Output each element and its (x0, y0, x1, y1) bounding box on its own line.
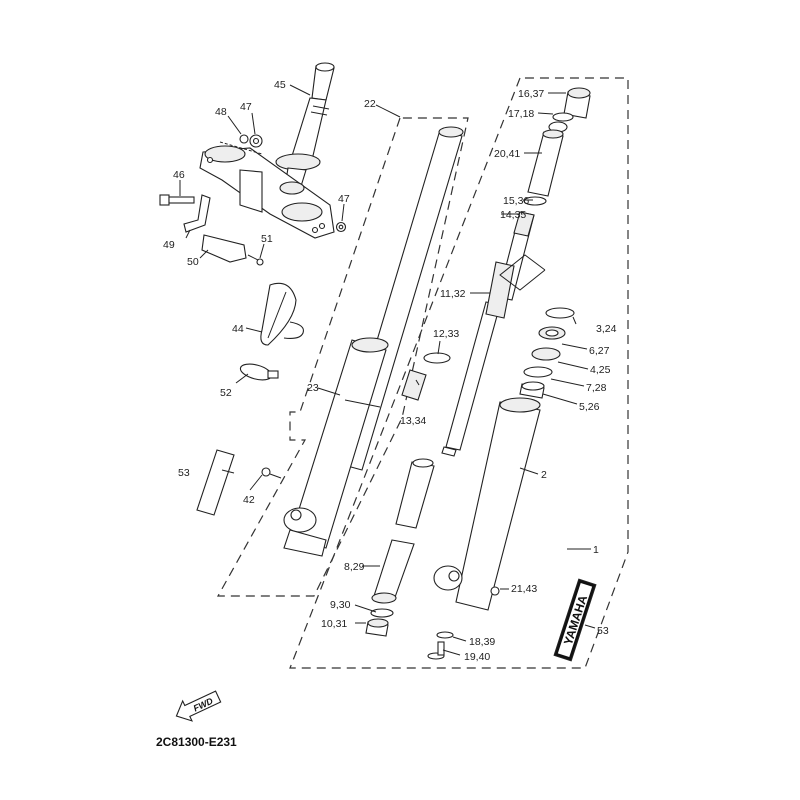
callout-labels: 45 47 48 46 47 49 51 50 44 52 23 53 42 2… (163, 79, 617, 663)
callout-label: 7,28 (586, 382, 607, 394)
callout-label: 18,39 (469, 636, 495, 648)
cap-bolt-16-37 (563, 87, 591, 119)
callout-label: 53 (178, 467, 190, 479)
callout-label: 53 (597, 625, 609, 637)
under-bracket (199, 145, 335, 239)
o-ring-9-30 (370, 608, 394, 618)
callout-label: 11,32 (440, 288, 466, 300)
callout-label: 17,18 (508, 108, 534, 120)
callout-label: 9,30 (330, 599, 351, 611)
callout-label: 6,27 (589, 345, 610, 357)
steering-stem-45 (275, 62, 335, 197)
dust-seal-6-27 (538, 326, 566, 340)
bolt-42 (261, 467, 282, 479)
callout-label: 8,29 (344, 561, 365, 573)
spacer-20-41 (527, 129, 564, 197)
callout-label: 49 (163, 239, 175, 251)
fwd-arrow: FWD (175, 690, 222, 722)
nut-47-upper (249, 134, 263, 148)
callout-label: 5,26 (579, 401, 600, 413)
callout-label: 21,43 (511, 583, 537, 595)
callout-label: 45 (274, 79, 286, 91)
o-ring-12-33 (423, 352, 451, 364)
clip-4-25 (531, 347, 561, 361)
decal-53-yamaha: YAMAHA (553, 578, 597, 662)
callout-label: 44 (232, 323, 244, 335)
damper-internals (365, 87, 591, 637)
screw-51 (247, 254, 264, 266)
callout-label: 16,37 (518, 88, 544, 100)
leader-lines (179, 84, 596, 656)
callout-label: 22 (364, 98, 376, 110)
callout-label: 4,25 (590, 364, 611, 376)
callout-label: 12,33 (433, 328, 459, 340)
washer-48 (239, 134, 249, 144)
callout-label: 14,35 (500, 209, 526, 221)
bracket-49 (183, 194, 211, 233)
bolt-46 (159, 194, 195, 206)
seal-10-31 (365, 618, 389, 637)
fwd-arrow-icon (175, 690, 222, 722)
callout-label: 48 (215, 106, 227, 118)
callout-label: 19,40 (464, 651, 490, 663)
clamp-50 (201, 234, 247, 263)
seal-bracket-line (499, 254, 546, 291)
left-fork-assembly-22 (261, 126, 464, 557)
washer-5-26 (519, 381, 545, 399)
outer-tube-2 (433, 397, 541, 611)
right-fork-assembly-1: YAMAHA (427, 254, 597, 662)
nut-47-lower (335, 221, 347, 233)
callout-label: 51 (261, 233, 273, 245)
callout-label: 15,36 (503, 195, 529, 207)
callout-label: 1 (593, 544, 599, 556)
washer-18-39 (436, 631, 454, 639)
callout-label: 3,24 (596, 323, 617, 335)
oil-seal-7-28 (523, 366, 553, 378)
group-outlines (216, 77, 629, 669)
group-outline-1 (289, 77, 629, 669)
decal-53-left (196, 449, 235, 516)
callout-label: 23 (307, 382, 319, 394)
callout-label: 47 (338, 193, 350, 205)
tube-upper-mid (395, 461, 435, 529)
callout-label: 46 (173, 169, 185, 181)
callout-label: 47 (240, 101, 252, 113)
callout-label: 20,41 (494, 148, 520, 160)
tube-8-29 (373, 539, 415, 601)
o-ring-3-24 (545, 307, 575, 319)
damper-rod (441, 211, 535, 457)
diagram-code: 2C81300-E231 (156, 735, 237, 749)
callout-label: 13,34 (400, 415, 426, 427)
o-ring-17-18 (552, 112, 574, 122)
steering-stem-assembly (159, 62, 347, 516)
callout-label: 10,31 (321, 618, 347, 630)
spring-13-34 (401, 369, 427, 401)
callout-label: 2 (541, 469, 547, 481)
callout-label: 50 (187, 256, 199, 268)
band-52 (239, 363, 279, 381)
cover-44 (260, 282, 305, 346)
washer-15-36 (523, 196, 547, 206)
callout-label: 42 (243, 494, 255, 506)
callout-label: 52 (220, 387, 232, 399)
bolt-19-40 (427, 641, 445, 660)
group-outline-22 (216, 117, 469, 597)
clip-21-43 (490, 586, 500, 596)
